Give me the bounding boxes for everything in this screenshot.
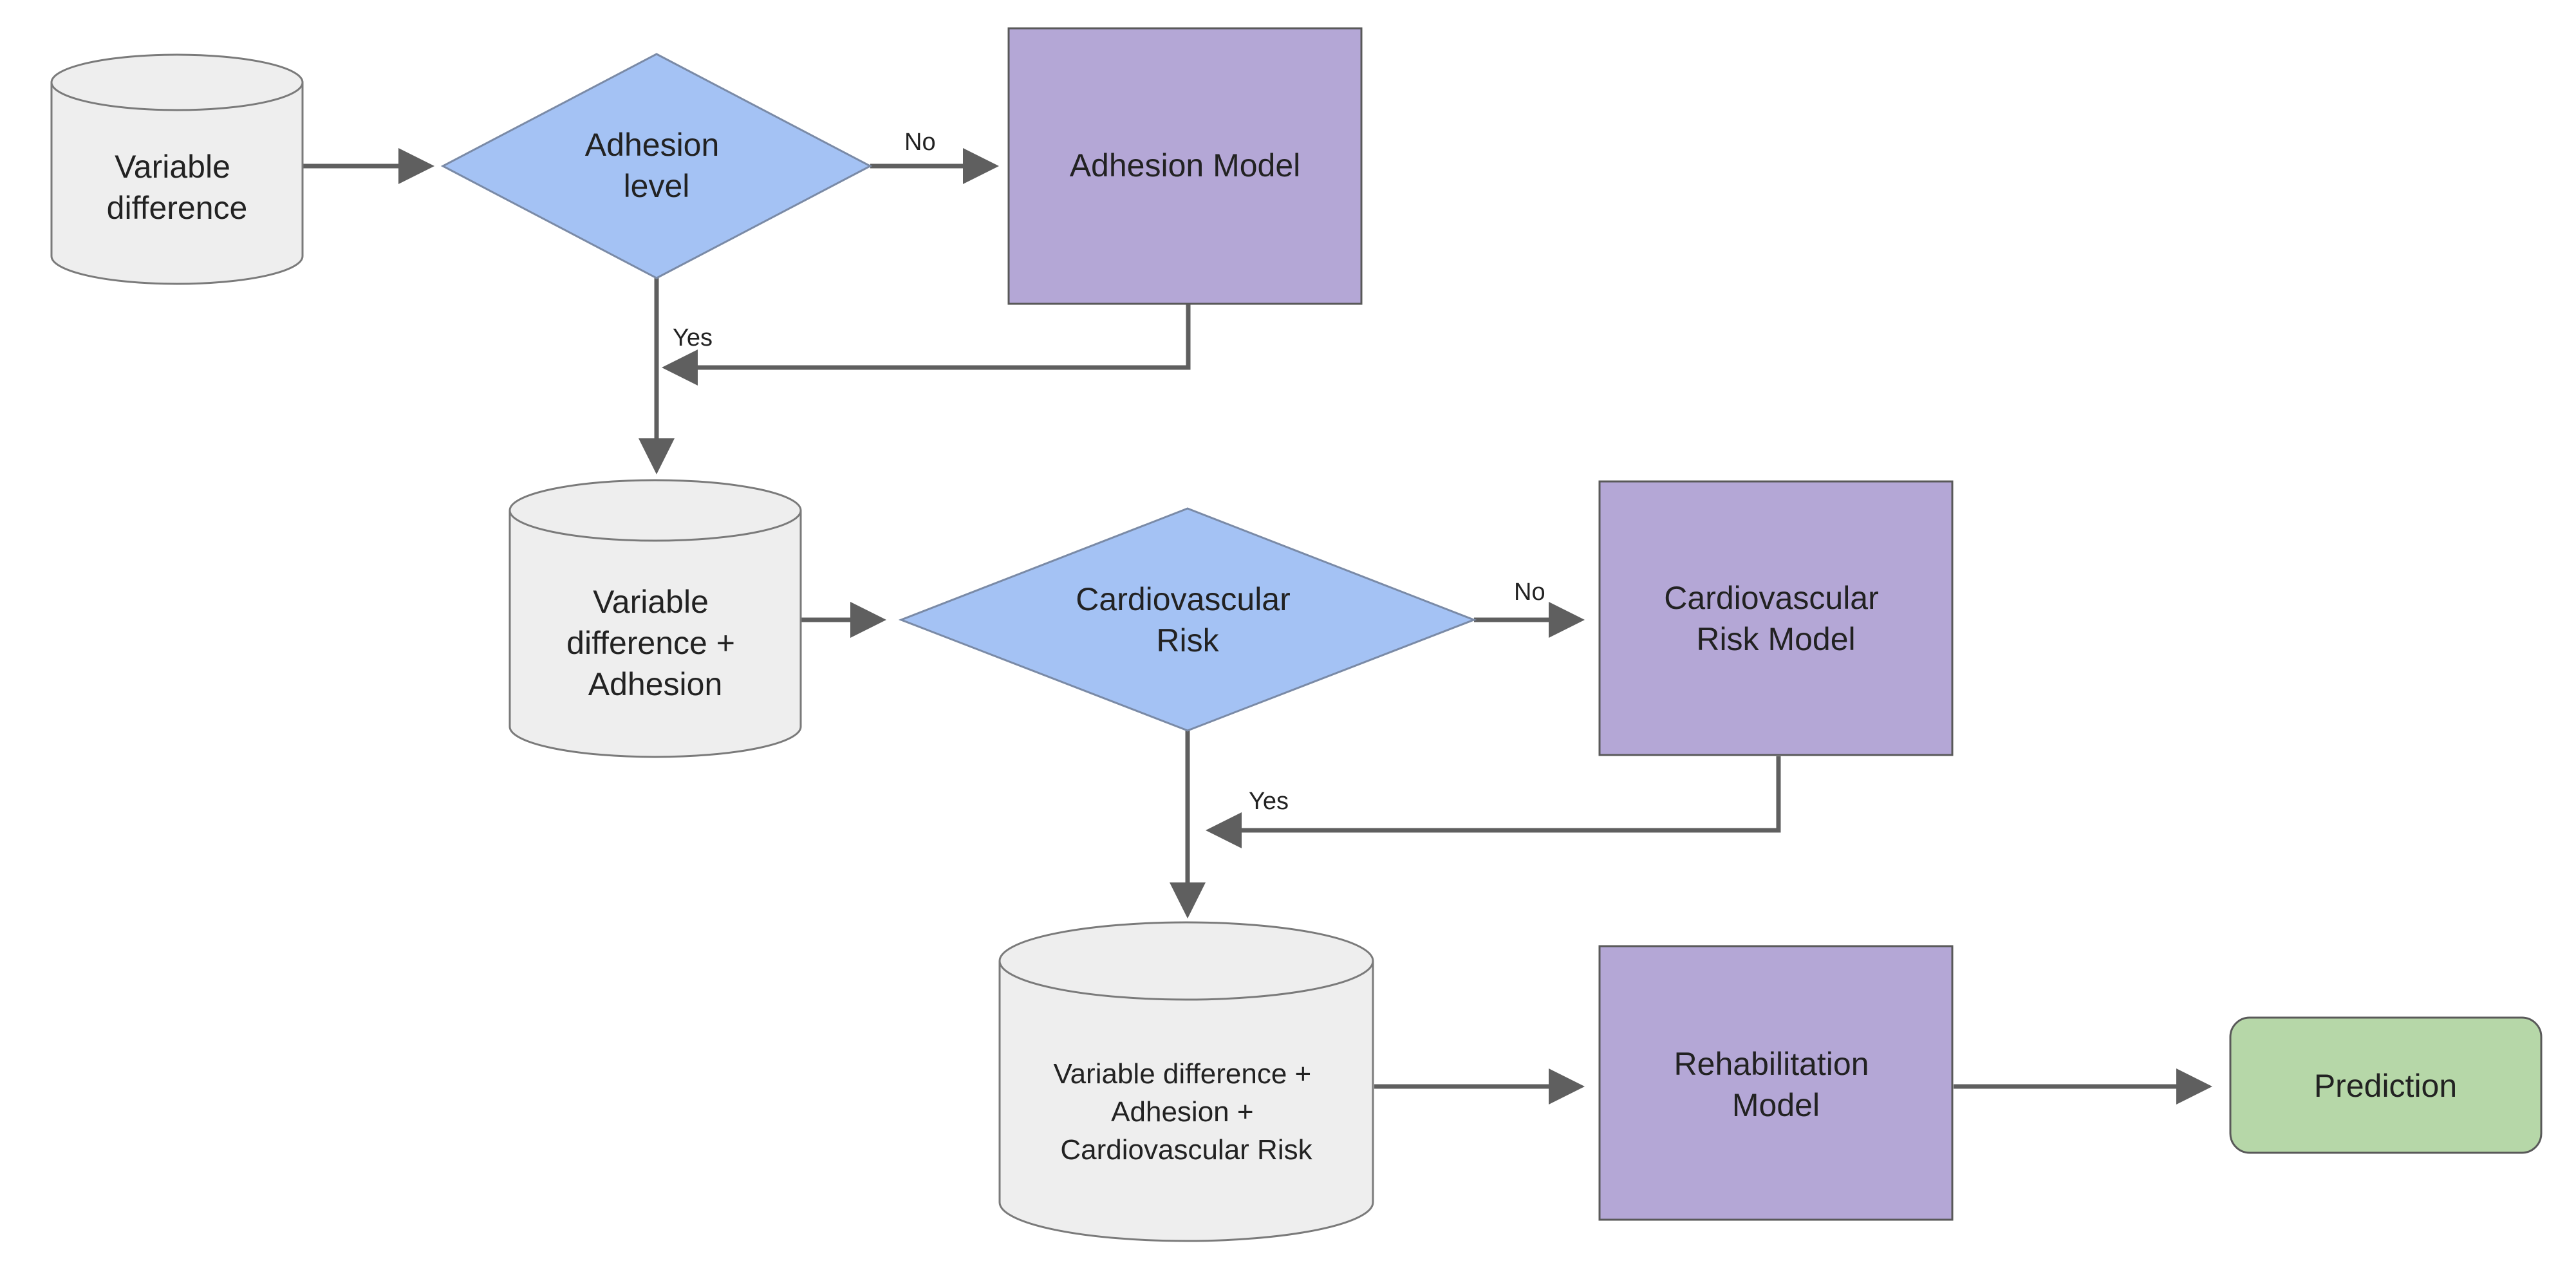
edge-label-adhesion-yes: Yes: [673, 324, 713, 351]
decision-cardiovascular-risk: Cardiovascular Risk: [898, 507, 1477, 732]
model-cardiovascular-risk-label: Cardiovascular Risk Model: [1664, 580, 1887, 657]
data-store-variable-difference-adhesion: Variable difference + Adhesion: [509, 479, 802, 758]
edge-label-adhesion-no: No: [904, 129, 936, 156]
connector-adhesion-model-return: [662, 304, 1191, 386]
connector-cardio-model-return: [1206, 756, 1781, 848]
output-prediction-label: Prediction: [2314, 1068, 2457, 1104]
data-store-variable-difference-adhesion-label: Variable difference + Adhesion: [566, 584, 744, 702]
data-store-variable-difference-adhesion-cardio-label: Variable difference + Adhesion + Cardiov…: [1054, 1058, 1320, 1166]
connectors: [303, 148, 2212, 1105]
data-store-variable-difference: Variable difference: [50, 53, 304, 285]
edge-labels: No Yes No Yes: [673, 129, 1545, 815]
output-prediction: Prediction: [2229, 1016, 2543, 1154]
model-cardiovascular-risk: Cardiovascular Risk Model: [1598, 480, 1954, 756]
model-rehabilitation: Rehabilitation Model: [1598, 945, 1954, 1221]
data-store-variable-difference-label: Variable difference: [107, 149, 248, 226]
model-rehabilitation-label: Rehabilitation Model: [1674, 1046, 1878, 1123]
model-adhesion: Adhesion Model: [1007, 27, 1363, 305]
data-store-variable-difference-adhesion-cardio: Variable difference + Adhesion + Cardiov…: [998, 921, 1374, 1242]
decision-adhesion-level: Adhesion level: [440, 53, 873, 279]
edge-label-cardio-yes: Yes: [1249, 788, 1289, 815]
model-adhesion-label: Adhesion Model: [1070, 147, 1301, 183]
decision-cardiovascular-risk-label: Cardiovascular Risk: [1076, 581, 1299, 658]
decision-adhesion-level-label: Adhesion level: [585, 127, 728, 204]
edge-label-cardio-no: No: [1514, 579, 1545, 606]
